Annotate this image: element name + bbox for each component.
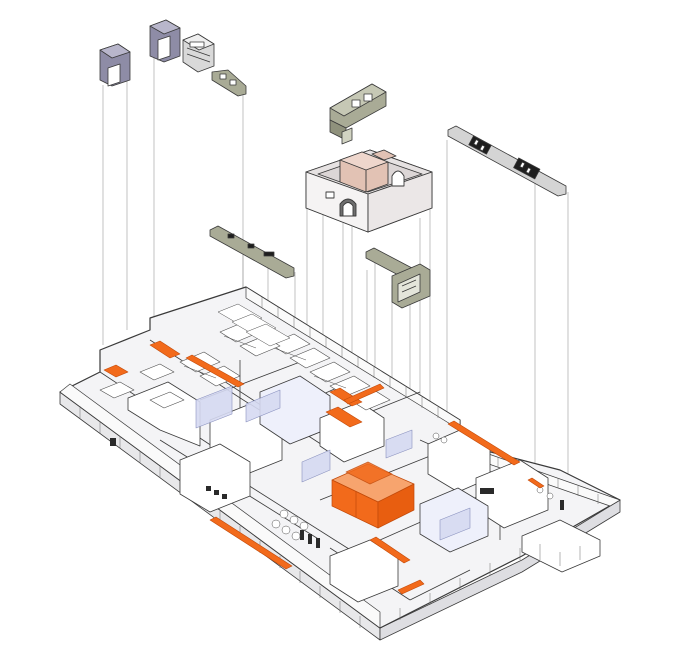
central-highlight-room xyxy=(331,461,415,529)
highlight-zones xyxy=(103,340,545,595)
storage-rack xyxy=(447,125,567,197)
door-frame-1 xyxy=(99,43,131,87)
wall-strip-1 xyxy=(211,69,247,97)
wall-strip-2 xyxy=(209,225,295,279)
wall-panel-mid xyxy=(365,247,431,309)
central-room xyxy=(305,149,433,233)
door-frame-2 xyxy=(149,19,181,63)
wall-panel-top xyxy=(329,83,387,145)
floor-plan xyxy=(59,286,621,641)
cabinet-unit xyxy=(182,33,215,73)
